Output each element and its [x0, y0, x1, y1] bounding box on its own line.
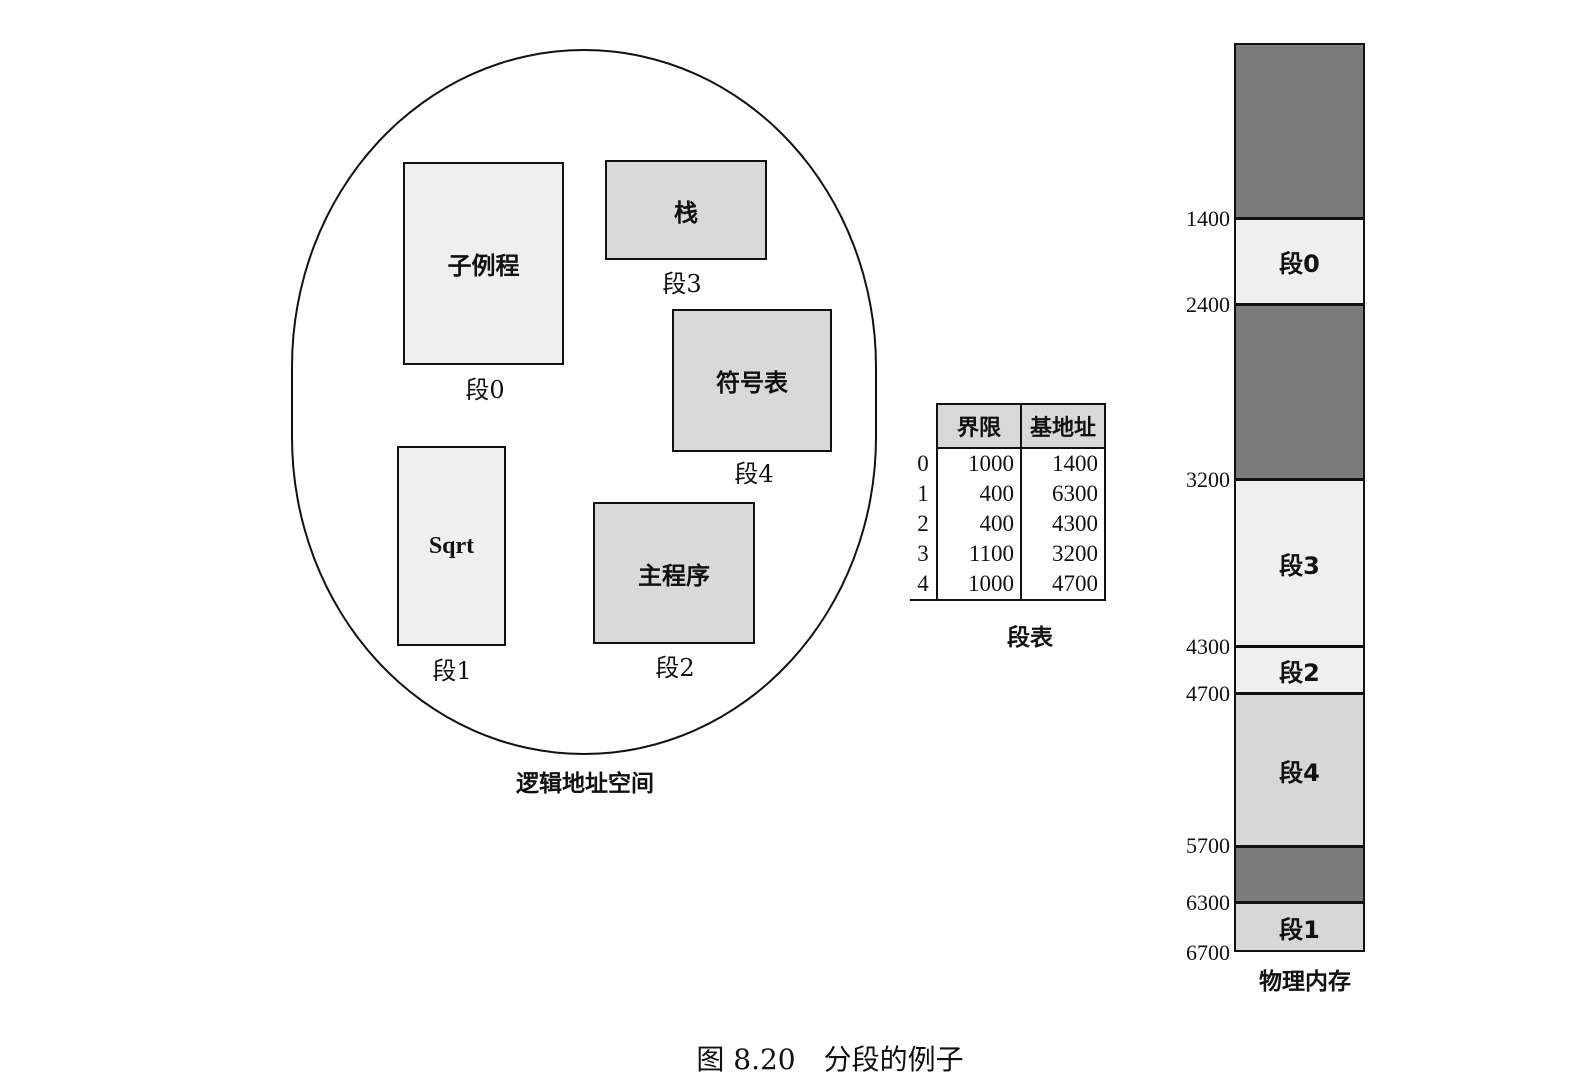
table-row: 2 400 4300 — [910, 509, 1106, 539]
segment-label-4: 符号表 — [716, 369, 788, 397]
segment-label-1: Sqrt — [428, 532, 475, 559]
segment-table: 界限 基地址 0 1000 1400 1 400 6300 2 400 4300… — [910, 403, 1106, 601]
segment-label-0: 子例程 — [447, 252, 520, 280]
segment-box-4: 符号表 — [672, 309, 832, 452]
row-limit: 1000 — [936, 569, 1022, 601]
address-label: 1400 — [1186, 206, 1230, 231]
row-index: 2 — [917, 511, 929, 536]
row-base: 6300 — [1020, 479, 1106, 509]
memory-block-segment-2: 段2 — [1234, 646, 1365, 694]
address-label: 4700 — [1186, 681, 1230, 706]
row-base: 4700 — [1020, 569, 1106, 601]
memory-block-label: 段3 — [1279, 551, 1320, 580]
memory-block-label: 段1 — [1279, 915, 1320, 944]
row-limit: 1000 — [936, 448, 1022, 479]
figure-caption: 图 8.20 分段的例子 — [696, 1043, 964, 1076]
physical-memory: 段0 段3 段2 段4 段1 — [1234, 43, 1365, 952]
memory-block-segment-0: 段0 — [1234, 218, 1365, 305]
row-limit: 1100 — [936, 539, 1022, 569]
memory-block-free — [1234, 304, 1365, 480]
row-index: 3 — [917, 541, 929, 566]
address-label: 5700 — [1186, 833, 1230, 858]
header-limit: 界限 — [936, 403, 1022, 449]
segment-caption-4: 段4 — [734, 460, 774, 488]
memory-block-segment-3: 段3 — [1234, 479, 1365, 647]
address-label: 4300 — [1186, 634, 1230, 659]
row-base: 3200 — [1020, 539, 1106, 569]
address-label: 2400 — [1186, 292, 1230, 317]
memory-block-segment-1: 段1 — [1234, 902, 1365, 952]
memory-block-segment-4: 段4 — [1234, 693, 1365, 847]
memory-block-label: 段0 — [1279, 250, 1320, 278]
segment-table-caption: 段表 — [1007, 625, 1053, 651]
memory-block-label: 段4 — [1279, 758, 1320, 787]
row-limit: 400 — [936, 479, 1022, 509]
segment-box-3: 栈 — [605, 160, 767, 260]
address-label: 6300 — [1186, 890, 1230, 915]
segment-caption-3: 段3 — [662, 270, 702, 298]
table-row: 3 1100 3200 — [910, 539, 1106, 569]
physical-memory-caption: 物理内存 — [1259, 969, 1351, 995]
segment-label-2: 主程序 — [638, 561, 710, 590]
segment-caption-2: 段2 — [655, 654, 695, 682]
header-base: 基地址 — [1020, 403, 1106, 449]
row-index: 0 — [917, 450, 929, 476]
segment-box-2: 主程序 — [593, 502, 755, 644]
logical-space-caption: 逻辑地址空间 — [516, 771, 654, 797]
segment-box-1: Sqrt — [397, 446, 506, 646]
segment-caption-1: 段1 — [432, 657, 472, 685]
address-label: 3200 — [1186, 467, 1230, 492]
logical-address-space — [291, 49, 877, 755]
table-row: 4 1000 4700 — [910, 569, 1106, 601]
row-limit: 400 — [936, 509, 1022, 539]
segment-box-0: 子例程 — [403, 162, 564, 365]
address-label: 6700 — [1186, 940, 1230, 965]
row-base: 4300 — [1020, 509, 1106, 539]
memory-block-free — [1234, 846, 1365, 903]
segment-caption-0: 段0 — [465, 376, 505, 404]
table-row: 0 1000 1400 — [910, 448, 1106, 479]
table-row: 1 400 6300 — [910, 479, 1106, 509]
row-index: 1 — [917, 481, 929, 506]
memory-block-label: 段2 — [1279, 658, 1320, 687]
row-base: 1400 — [1020, 448, 1106, 479]
row-index: 4 — [910, 569, 937, 601]
segment-label-3: 栈 — [674, 198, 698, 227]
memory-block-free — [1234, 43, 1365, 219]
